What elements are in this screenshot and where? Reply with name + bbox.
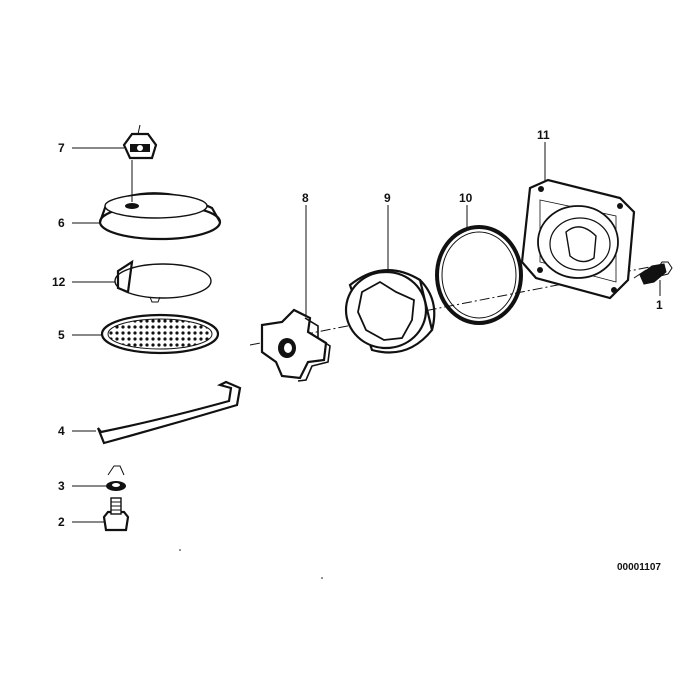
part-2-bolt <box>102 497 130 532</box>
part-6-cover <box>98 160 222 241</box>
drawing-code: 00001107 <box>617 562 661 573</box>
callout-5: 5 <box>58 328 65 342</box>
part-9-outer-rotor <box>344 205 436 354</box>
part-3-washer <box>106 465 126 491</box>
part-1-screw <box>633 261 673 296</box>
callout-8: 8 <box>302 191 309 205</box>
callout-7: 7 <box>58 141 65 155</box>
callout-10: 10 <box>459 191 473 205</box>
speck <box>179 549 181 551</box>
part-8-inner-rotor <box>260 205 331 382</box>
callout-1: 1 <box>656 298 663 312</box>
callout-12: 12 <box>52 275 66 289</box>
part-12-gasket <box>114 259 212 303</box>
callout-3: 3 <box>58 479 65 493</box>
callout-6: 6 <box>58 216 65 230</box>
part-4-wire-clip <box>96 380 242 445</box>
callout-11: 11 <box>537 128 550 142</box>
part-7-nut <box>122 124 158 160</box>
part-5-strainer-screen <box>100 313 220 355</box>
callout-9: 9 <box>384 191 391 205</box>
part-10-o-ring <box>435 205 523 325</box>
speck <box>321 577 323 579</box>
callout-4: 4 <box>58 424 65 438</box>
part-11-pump-cover <box>520 142 636 300</box>
callout-2: 2 <box>58 515 65 529</box>
